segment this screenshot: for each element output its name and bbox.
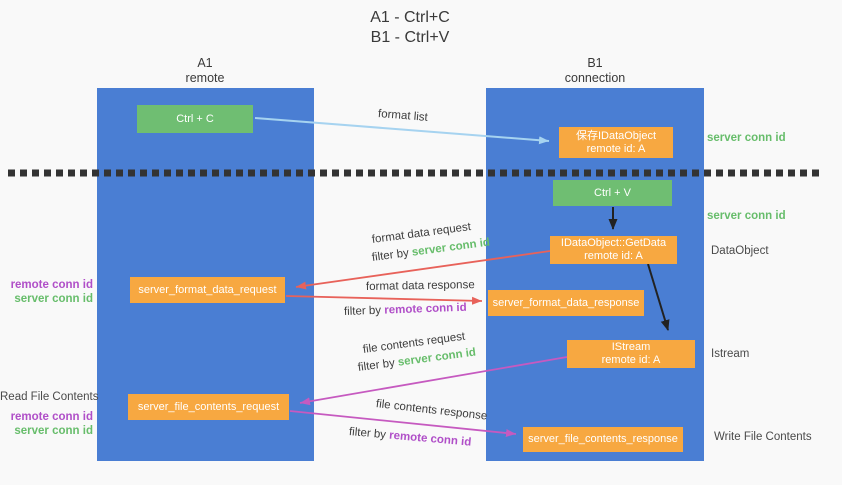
node-save-idataobject: 保存IDataObject remote id: A — [559, 127, 673, 158]
node-ctrl-c: Ctrl + C — [137, 105, 253, 133]
lane-header-a1: A1 remote — [147, 56, 263, 86]
filter-by-text: filter by — [343, 304, 382, 318]
left-server-conn-id-top: server conn id — [14, 293, 93, 305]
left-remote-conn-id-top: remote conn id — [10, 279, 93, 291]
arrow-format-list — [254, 117, 550, 145]
right-label-dataobject: DataObject — [711, 245, 769, 257]
node-save-idataobject-line1: 保存IDataObject — [575, 129, 657, 142]
lane-a1-name: A1 — [197, 56, 213, 70]
node-file-request-label: server_file_contents_request — [137, 400, 280, 413]
arrow-format-data-request — [295, 250, 551, 290]
node-istream-line2: remote id: A — [601, 354, 661, 366]
node-file-response-label: server_file_contents_response — [528, 433, 678, 445]
left-label-read-file-contents: Read File Contents — [0, 391, 99, 403]
node-ctrl-v: Ctrl + V — [553, 180, 672, 206]
title-line-2: B1 - Ctrl+V — [370, 29, 450, 46]
title-line-1: A1 - Ctrl+C — [370, 9, 450, 26]
left-conn-id-block-bottom: remote conn id server conn id — [0, 410, 93, 438]
node-istream-line1: IStream — [611, 341, 651, 353]
node-format-response-label: server_format_data_response — [492, 296, 640, 309]
diagram-title: A1 - Ctrl+C B1 - Ctrl+V — [330, 8, 490, 48]
node-ctrl-c-label: Ctrl + C — [176, 112, 214, 125]
node-idataobject-getdata: IDataObject::GetData remote id: A — [550, 236, 677, 264]
left-server-conn-id-bottom: server conn id — [14, 425, 93, 437]
node-server-file-contents-request: server_file_contents_request — [128, 394, 289, 420]
lane-b1-name: B1 — [587, 56, 603, 70]
left-conn-id-block-top: remote conn id server conn id — [0, 278, 93, 306]
arrow-file-contents-response — [289, 410, 517, 437]
node-save-idataobject-line2: remote id: A — [586, 142, 646, 155]
arrow-getdata-to-istream — [647, 263, 670, 331]
node-ctrl-v-label: Ctrl + V — [594, 186, 631, 199]
node-server-format-data-request: server_format_data_request — [130, 277, 285, 303]
lane-a1-role: remote — [185, 71, 225, 85]
arrow-format-data-response — [285, 295, 483, 305]
node-istream: IStream remote id: A — [567, 340, 695, 368]
node-getdata-line2: remote id: A — [584, 250, 643, 262]
right-label-istream: Istream — [711, 348, 750, 360]
node-server-format-data-response: server_format_data_response — [488, 290, 644, 316]
right-label-server-conn-id-top: server conn id — [707, 132, 786, 144]
label-format-data-response: format data response — [365, 279, 475, 293]
lane-header-b1: B1 connection — [537, 56, 653, 86]
node-format-request-label: server_format_data_request — [138, 283, 277, 296]
left-remote-conn-id-bottom: remote conn id — [10, 411, 93, 423]
lane-b1-role: connection — [564, 71, 626, 85]
arrow-file-contents-request — [299, 356, 568, 406]
right-label-write-file-contents: Write File Contents — [714, 431, 812, 443]
node-getdata-line1: IDataObject::GetData — [560, 237, 667, 249]
node-server-file-contents-response: server_file_contents_response — [523, 427, 683, 452]
right-label-server-conn-id-mid: server conn id — [707, 210, 786, 222]
